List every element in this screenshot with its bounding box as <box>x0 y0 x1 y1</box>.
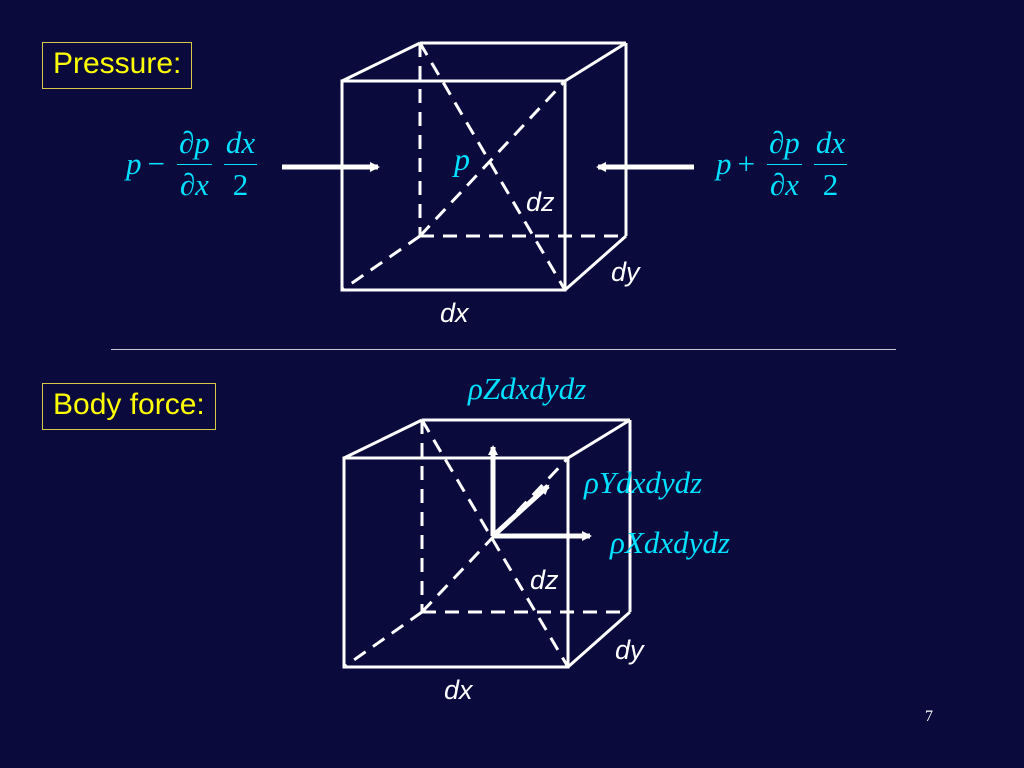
dz-label: dz <box>526 187 555 217</box>
cube-diagonal <box>420 456 570 614</box>
pressure-label: Pressure: <box>42 42 193 89</box>
pressure-cube <box>340 41 628 292</box>
expr-operator: + <box>737 146 755 182</box>
cube-diagonal <box>418 42 567 291</box>
dy-label: dy <box>611 257 640 287</box>
frac-denominator: ∂x <box>179 166 209 202</box>
dy-label: dy <box>615 635 644 665</box>
cube-edge <box>564 234 627 292</box>
cube-front-face <box>342 456 570 669</box>
frac-numerator: dx <box>815 125 846 160</box>
right-pressure-expression: p + ∂p ∂x dx 2 <box>716 125 853 202</box>
partial-fraction: ∂p ∂x <box>766 125 802 202</box>
cube-diagonal <box>418 79 567 238</box>
y-force-arrow <box>491 484 550 538</box>
cube-edge <box>567 610 631 669</box>
expr-operator: − <box>147 146 165 182</box>
cube-edge <box>567 418 631 460</box>
dz-label: dz <box>530 565 559 595</box>
y-force-label: ρYdxdydz <box>584 465 703 500</box>
cube-edge <box>564 41 627 83</box>
body-force-label: Body force: <box>42 383 216 430</box>
x-force-label: ρXdxdydz <box>610 525 730 560</box>
half-fraction: dx 2 <box>813 125 848 202</box>
frac-numerator: dx <box>225 125 256 160</box>
frac-numerator: ∂p <box>768 125 800 160</box>
frac-denominator: 2 <box>822 166 839 202</box>
cube-front-face <box>340 79 567 292</box>
cube-hidden-edge <box>343 610 423 669</box>
half-fraction: dx 2 <box>223 125 258 202</box>
partial-fraction: ∂p ∂x <box>176 125 212 202</box>
cube-hidden-edge <box>341 234 421 292</box>
frac-numerator: ∂p <box>178 125 210 160</box>
expr-base: p <box>126 146 142 182</box>
left-pressure-expression: p − ∂p ∂x dx 2 <box>126 125 263 202</box>
expr-base: p <box>716 146 732 182</box>
cube-edge <box>343 418 423 460</box>
dx-label: dx <box>444 675 473 705</box>
frac-denominator: 2 <box>232 166 249 202</box>
center-pressure-symbol: p <box>454 141 470 177</box>
section-divider <box>111 349 896 350</box>
cube-edge <box>341 41 421 83</box>
page-number: 7 <box>925 708 933 725</box>
dx-label: dx <box>440 298 469 328</box>
body-force-cube <box>342 418 632 669</box>
z-force-label: ρZdxdydz <box>468 371 587 406</box>
cube-diagonal <box>420 419 570 668</box>
frac-denominator: ∂x <box>769 166 799 202</box>
